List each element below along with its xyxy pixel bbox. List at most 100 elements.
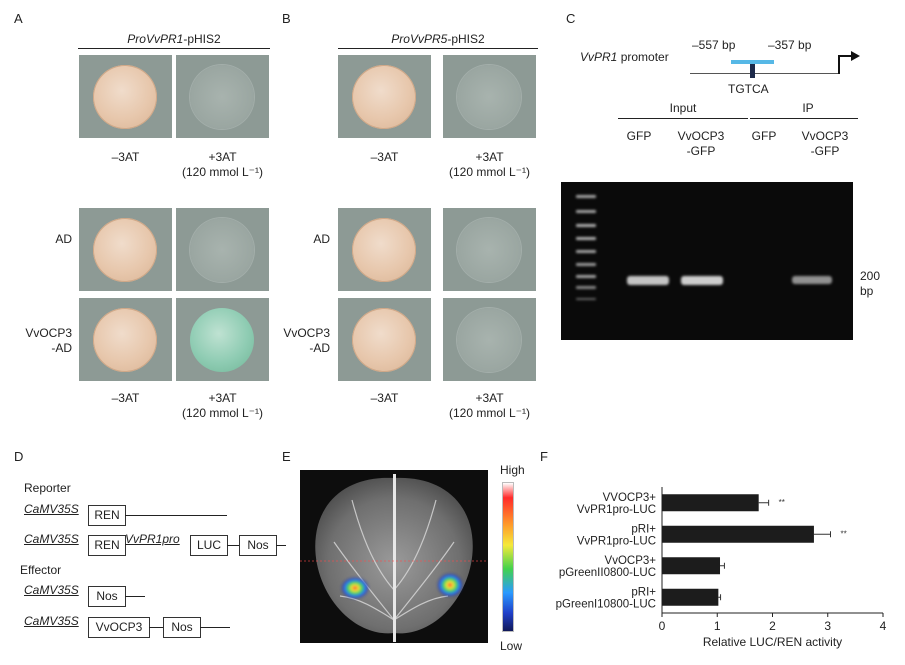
reporter2-ren-box: REN: [88, 535, 126, 556]
colony: [352, 218, 416, 282]
x-tick-label: 1: [714, 619, 721, 633]
category-label: pGreenI10800-LUC: [556, 598, 656, 610]
colony: [457, 65, 521, 129]
motif-marker: [750, 64, 755, 78]
scale-low-label: Low: [500, 639, 523, 653]
row-label-a-ad: AD: [55, 232, 72, 246]
panel-label-b: B: [282, 11, 291, 26]
panel-b-header: ProVvPR5-pHIS2: [391, 32, 485, 46]
size-marker-bp: bp: [860, 284, 874, 298]
tss-arrow-shaft: [838, 55, 852, 57]
luminescence-image: [300, 470, 488, 643]
label-b-bottom-conc: (120 mmol L⁻¹): [448, 406, 531, 420]
label-a-top-minus: –3AT: [111, 150, 140, 164]
label-b-bottom-minus: –3AT: [370, 391, 399, 405]
scale-high-label: High: [500, 463, 525, 477]
row-label-b-ocp3-2: -AD: [309, 341, 330, 355]
category-label: pRI+: [631, 586, 656, 598]
reporter2-luc-box: LUC: [190, 535, 228, 556]
plate-b-ocp3-plus: [443, 298, 536, 381]
lane-label-4a: VvOCP3: [801, 129, 849, 143]
colony: [457, 308, 521, 372]
effector2-link: [149, 627, 163, 628]
lane-label-4b: -GFP: [810, 144, 840, 158]
leaf-image: [300, 474, 488, 642]
position-557: –557 bp: [692, 38, 736, 52]
panel-label-c: C: [566, 11, 576, 26]
label-a-bottom-conc: (120 mmol L⁻¹): [181, 406, 264, 420]
ip-rule: [750, 118, 858, 119]
motif-label: TGTCA: [728, 82, 769, 96]
group-ip: IP: [802, 101, 814, 115]
x-tick-label: 2: [769, 619, 776, 633]
row-label-a-ocp3-1: VvOCP3: [25, 326, 72, 340]
x-tick-label: 0: [659, 619, 666, 633]
plate-a-ad-plus: [176, 208, 269, 291]
category-label: VvOCP3+: [605, 555, 657, 567]
effector-title: Effector: [20, 563, 62, 577]
panel-label-e: E: [282, 449, 291, 464]
input-rule: [618, 118, 748, 119]
promoter-label: VvPR1 promoter: [580, 50, 669, 64]
plate-b-top-plus: [443, 55, 536, 138]
gel-image: [561, 182, 853, 340]
category-label: VvPR1pro-LUC: [577, 535, 656, 547]
colony: [190, 65, 254, 129]
bar: [662, 557, 721, 575]
reporter2-tail: [276, 545, 286, 546]
colony: [93, 218, 157, 282]
panel-label-f: F: [540, 449, 548, 464]
effector2-tail: [200, 627, 230, 628]
lane-label-2b: -GFP: [686, 144, 716, 158]
colony: [190, 218, 254, 282]
tss-arrow-stem: [838, 55, 840, 74]
label-a-bottom-plus: +3AT: [208, 391, 237, 405]
category-label: VVOCP3+: [603, 492, 657, 504]
label-b-top-minus: –3AT: [370, 150, 399, 164]
x-tick-label: 4: [880, 619, 887, 633]
reporter1-backbone: [125, 515, 227, 516]
label-b-bottom-plus: +3AT: [475, 391, 504, 405]
effector1-tail: [125, 596, 145, 597]
lane-label-2a: VvOCP3: [677, 129, 725, 143]
effector2-promoter: CaMV35S: [24, 614, 79, 628]
effector2-vvocp3-box: VvOCP3: [88, 617, 150, 638]
reporter-title: Reporter: [24, 481, 71, 495]
effector2-nos-box: Nos: [163, 617, 201, 638]
label-a-top-plus: +3AT: [208, 150, 237, 164]
colony: [93, 65, 157, 129]
size-marker-200: 200: [860, 269, 881, 283]
effector1-promoter: CaMV35S: [24, 583, 79, 597]
significance-label: **: [841, 529, 847, 538]
bar: [662, 494, 759, 512]
panel-a-header: ProVvPR1-pHIS2: [127, 32, 221, 46]
plate-b-ad-plus: [443, 208, 536, 291]
reporter1-ren-box: REN: [88, 505, 126, 526]
bar: [662, 525, 814, 543]
label-a-bottom-minus: –3AT: [111, 391, 140, 405]
label-a-top-conc: (120 mmol L⁻¹): [181, 165, 264, 179]
luc-ren-bar-chart: **VVOCP3+VvPR1pro-LUC**pRI+VvPR1pro-LUCV…: [556, 487, 887, 649]
gel-bands: [576, 195, 832, 300]
reporter2-promoter: CaMV35S: [24, 532, 79, 546]
panel-a-header-rule: [78, 48, 270, 49]
colony: [190, 308, 254, 372]
group-input: Input: [669, 101, 697, 115]
x-tick-label: 3: [824, 619, 831, 633]
bar: [662, 588, 719, 606]
significance-label: **: [779, 498, 785, 507]
promoter-line: [690, 73, 838, 74]
lane-label-3: GFP: [751, 129, 777, 143]
panel-label-a: A: [14, 11, 23, 26]
label-b-top-conc: (120 mmol L⁻¹): [448, 165, 531, 179]
panel-b-header-rule: [338, 48, 538, 49]
colony: [352, 308, 416, 372]
plate-a-ocp3-plus: [176, 298, 269, 381]
reporter1-promoter: CaMV35S: [24, 502, 79, 516]
category-label: pRI+: [631, 523, 656, 535]
plate-a-top-minus: [79, 55, 172, 138]
plate-a-ocp3-minus: [79, 298, 172, 381]
reporter2-nos-box: Nos: [239, 535, 277, 556]
category-label: pGreenII0800-LUC: [559, 567, 656, 579]
